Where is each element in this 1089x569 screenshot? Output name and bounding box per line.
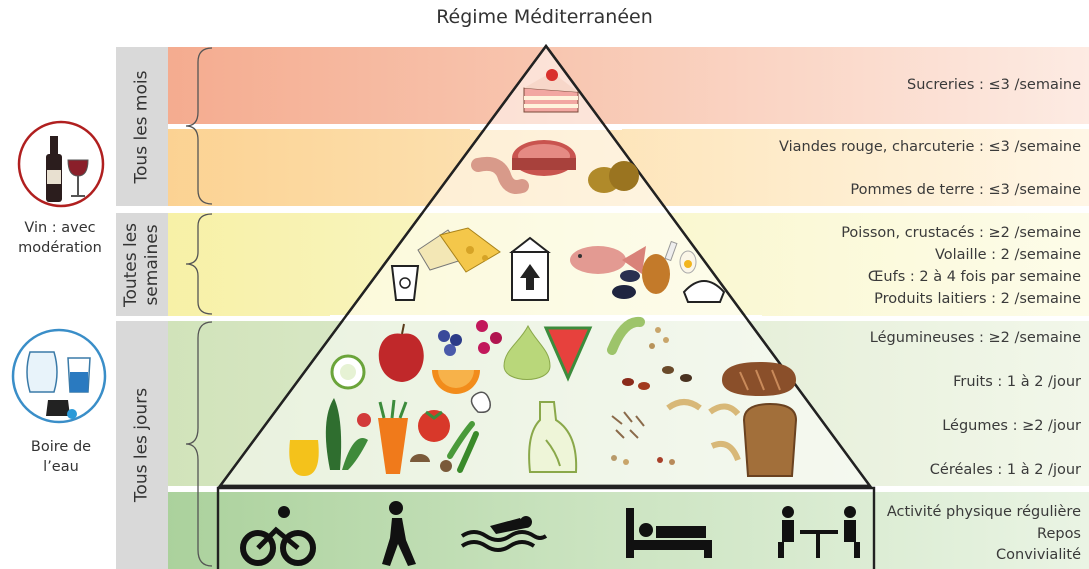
tomato-icon xyxy=(418,410,450,442)
rice-icon xyxy=(611,411,675,465)
bed-icon xyxy=(626,508,712,558)
label-sweets: Sucreries : ≤3 /semaine xyxy=(907,77,1081,93)
label-vegetables: Légumes : ≥2 /jour xyxy=(942,418,1081,434)
watermelon-icon xyxy=(543,326,593,382)
label-activity: Activité physique régulière xyxy=(886,504,1081,520)
apple-icon xyxy=(378,323,424,382)
pear-icon xyxy=(503,324,551,380)
bicycle-icon xyxy=(240,506,316,566)
label-fish: Poisson, crustacés : ≥2 /semaine xyxy=(841,225,1081,241)
olive-oil-icon xyxy=(528,401,578,473)
blueberries-icon xyxy=(438,330,462,356)
fish-icon xyxy=(570,246,646,274)
orange-icon xyxy=(432,370,480,394)
garlic-icon xyxy=(470,391,491,414)
band-sweets xyxy=(116,47,1089,124)
sausage-icon xyxy=(471,156,529,194)
water-label-line1: Boire de xyxy=(30,439,92,455)
beans-icon xyxy=(622,327,692,390)
chicken-leg-icon xyxy=(642,240,678,294)
frequency-monthly: Tous les mois xyxy=(116,47,168,206)
pepper-icon xyxy=(289,440,319,476)
cake-icon xyxy=(523,69,579,113)
potato-icon xyxy=(588,161,639,193)
wine-label-line1: Vin : avec xyxy=(24,220,96,236)
label-dairy: Produits laitiers : 2 /semaine xyxy=(874,291,1081,307)
milk-carton-icon xyxy=(509,236,551,301)
label-red-meat: Viandes rouge, charcuterie : ≤3 /semaine xyxy=(778,139,1081,155)
eggs-icon xyxy=(679,250,726,303)
mussels-icon xyxy=(612,270,640,299)
wine-label-line2: modération xyxy=(18,240,102,256)
label-fruits: Fruits : 1 à 2 /jour xyxy=(953,374,1081,390)
diagram-title: Régime Méditerranéen xyxy=(436,6,653,28)
water-label-line2: l’eau xyxy=(43,459,79,475)
label-poultry: Volaille : 2 /semaine xyxy=(934,247,1081,263)
green-beans-icon xyxy=(447,421,479,473)
label-potatoes: Pommes de terre : ≤3 /semaine xyxy=(850,182,1081,198)
wine-icon xyxy=(17,120,105,208)
brace-weekly xyxy=(185,213,213,315)
bread-icon xyxy=(722,362,796,396)
toast-icon xyxy=(742,402,798,477)
yogurt-icon xyxy=(390,265,420,301)
label-legumes: Légumineuses : ≥2 /semaine xyxy=(869,330,1081,346)
lettuce-icon xyxy=(325,398,368,470)
pasta-icon xyxy=(666,399,741,462)
brace-monthly xyxy=(185,47,213,205)
label-conviviality: Convivialité xyxy=(996,547,1081,563)
wine-label: Vin : avec modération xyxy=(10,218,110,258)
frequency-daily: Tous les jours xyxy=(116,321,168,569)
carrot-icon xyxy=(378,399,408,474)
water-icon xyxy=(11,328,107,424)
peas-icon xyxy=(607,316,645,355)
brace-daily xyxy=(185,321,213,567)
meat-icon xyxy=(512,140,576,176)
raspberries-icon xyxy=(476,320,502,354)
water-label: Boire de l’eau xyxy=(14,437,108,477)
swimming-icon xyxy=(460,516,548,552)
walking-icon xyxy=(382,501,416,566)
label-eggs: Œufs : 2 à 4 fois par semaine xyxy=(867,269,1081,285)
radish-icon xyxy=(357,413,371,427)
meal-icon xyxy=(778,506,860,558)
label-rest: Repos xyxy=(1037,526,1081,542)
lifestyle-box xyxy=(216,486,876,569)
cheese-icon xyxy=(417,227,501,273)
mushroom-icon xyxy=(410,454,452,472)
cucumber-icon xyxy=(330,354,366,390)
label-cereals: Céréales : 1 à 2 /jour xyxy=(929,462,1081,478)
braces xyxy=(185,47,213,567)
